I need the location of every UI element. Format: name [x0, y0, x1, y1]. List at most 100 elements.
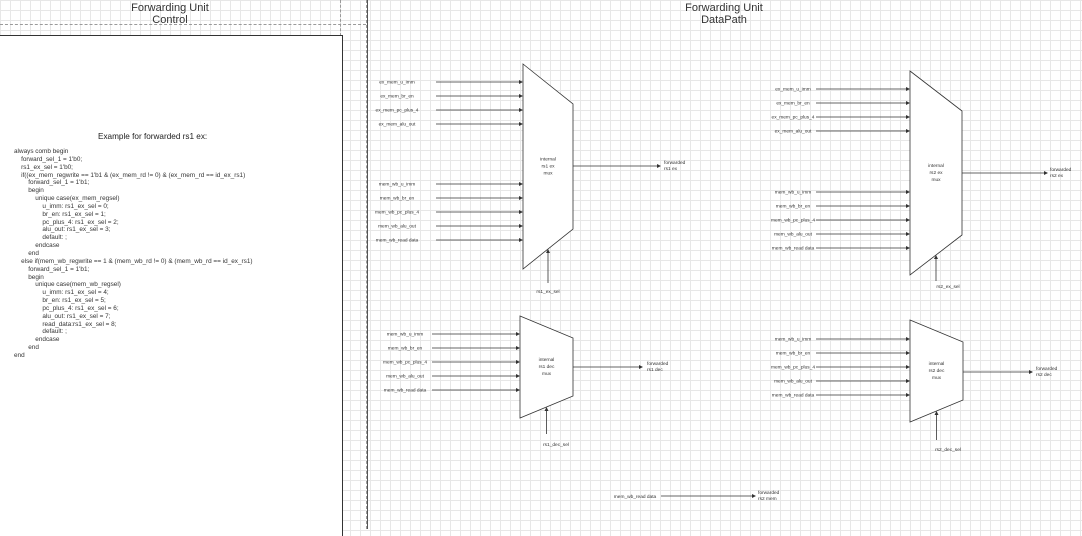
arrow-head — [1044, 171, 1048, 175]
arrow-head — [516, 332, 520, 336]
code-line: always comb begin — [14, 148, 69, 155]
code-line: end — [14, 344, 39, 352]
arrow-head — [934, 255, 938, 259]
code-line: unique case(mem_wb_regsel) — [14, 281, 121, 289]
arrow-head — [519, 108, 523, 112]
arrow-head — [906, 351, 910, 355]
input-label: mem_wb_pc_plus_4 — [383, 360, 427, 366]
arrow-head — [906, 365, 910, 369]
input-label: ex_mem_br_en — [380, 94, 414, 100]
mux-label: mux — [543, 172, 553, 177]
code-line: pc_plus_4: rs1_ex_sel = 6; — [14, 304, 119, 312]
input-label: mem_wb_pc_plus_4 — [375, 210, 419, 216]
input-label: mem_wb_pc_plus_4 — [771, 365, 815, 371]
input-label: ex_mem_alu_out — [775, 129, 812, 135]
input-label: mem_wb_u_imm — [379, 182, 416, 188]
input-label: mem_wb_br_en — [776, 204, 811, 210]
code-line: alu_out: rs1_ex_sel = 7; — [14, 312, 111, 320]
code-line: pc_plus_4: rs1_ex_sel = 2; — [14, 218, 119, 226]
arrow-head — [544, 407, 549, 411]
mux-label: mux — [932, 376, 942, 381]
arrow-head — [906, 129, 910, 133]
control-panel[interactable] — [0, 35, 343, 536]
output-label: rs1 ex — [664, 166, 678, 172]
input-label: mem_wb_alu_out — [378, 224, 417, 230]
code-line: read_data:rs1_ex_sel = 8; — [14, 320, 117, 328]
input-label: mem_wb_read data — [376, 238, 419, 244]
code-line: begin — [14, 273, 44, 281]
input-label: mem_wb_br_en — [380, 196, 415, 202]
arrow-head — [906, 218, 910, 222]
code-line: end — [14, 249, 39, 257]
control-title-line2: Control — [152, 14, 188, 26]
code-line: forward_sel_1 = 1'b0; — [14, 155, 83, 163]
input-label: ex_mem_pc_plus_4 — [772, 115, 815, 121]
input-label: mem_wb_u_imm — [387, 332, 424, 338]
input-label: ex_mem_pc_plus_4 — [376, 108, 419, 114]
arrow-head — [639, 365, 643, 369]
input-label: mem_wb_read data — [772, 393, 815, 399]
code-block: always comb begin forward_sel_1 = 1'b0; … — [14, 148, 253, 360]
arrow-head — [934, 411, 939, 415]
arrow-head — [519, 94, 523, 98]
code-line: rs1_ex_sel = 1'b0; — [14, 163, 73, 171]
mux-label: mux — [542, 372, 552, 377]
arrow-head — [519, 182, 523, 186]
arrow-head — [516, 374, 520, 378]
arrow-head — [1029, 370, 1033, 374]
mux-label: internal — [539, 357, 555, 363]
section-divider-guide — [366, 0, 367, 529]
input-label: mem_wb_u_imm — [775, 337, 812, 343]
input-label: mem_wb_alu_out — [386, 374, 425, 380]
input-label: mem_wb_alu_out — [774, 232, 813, 238]
arrow-head — [906, 101, 910, 105]
arrow-head — [906, 204, 910, 208]
arrow-head — [906, 190, 910, 194]
code-line: endcase — [14, 336, 60, 344]
arrow-head — [519, 122, 523, 126]
input-label: ex_mem_alu_out — [379, 122, 416, 128]
code-line: default: ; — [14, 234, 67, 242]
mux-label: rs1 ex — [541, 164, 555, 170]
input-label: mem_wb_read data — [772, 246, 815, 252]
arrow-head — [516, 360, 520, 364]
select-label: rs1_dec_sel — [543, 442, 569, 448]
input-label: mem_wb_u_imm — [775, 190, 812, 196]
output-label: forwarded — [647, 361, 669, 367]
output-label: rs1 dec — [647, 367, 663, 373]
arrow-head — [519, 224, 523, 228]
input-label: mem_wb_br_en — [388, 346, 423, 352]
code-line: else if(mem_wb_regwrite == 1 & (mem_wb_r… — [14, 257, 253, 265]
arrow-head — [752, 494, 756, 498]
arrow-head — [906, 337, 910, 341]
code-line: end — [14, 351, 25, 359]
passthrough-output-label: rs2 mem — [758, 496, 777, 502]
arrow-head — [906, 115, 910, 119]
input-label: ex_mem_u_imm — [775, 87, 810, 93]
arrow-head — [906, 232, 910, 236]
datapath-title: Forwarding Unit DataPath — [649, 2, 799, 26]
output-label: forwarded — [1050, 167, 1072, 173]
datapath-title-line1: Forwarding Unit — [685, 2, 763, 14]
code-line: if((ex_mem_regwrite == 1'b1 & (ex_mem_rd… — [14, 171, 246, 179]
arrow-head — [516, 388, 520, 392]
passthrough-input-label: mem_wb_read data — [614, 494, 657, 500]
control-title-line1: Forwarding Unit — [131, 2, 209, 14]
output-label: rs2 ex — [1050, 173, 1064, 179]
mux-rs2-dec — [909, 319, 964, 423]
code-line: br_en: rs1_ex_sel = 1; — [14, 210, 106, 218]
mux-label: internal — [928, 163, 944, 169]
arrow-head — [546, 249, 550, 253]
arrow-head — [519, 80, 523, 84]
output-label: forwarded — [1036, 366, 1058, 372]
control-title: Forwarding Unit Control — [95, 2, 245, 26]
passthrough-output-label: forwarded — [758, 490, 780, 496]
select-label: rs1_ex_sel — [536, 289, 559, 295]
mux-rs1-dec — [519, 315, 574, 419]
mux-rs1-ex — [522, 63, 574, 270]
mux-label: mux — [931, 178, 941, 183]
arrow-head — [906, 393, 910, 397]
code-line: begin — [14, 187, 44, 195]
select-label: rs2_ex_sel — [936, 284, 959, 290]
